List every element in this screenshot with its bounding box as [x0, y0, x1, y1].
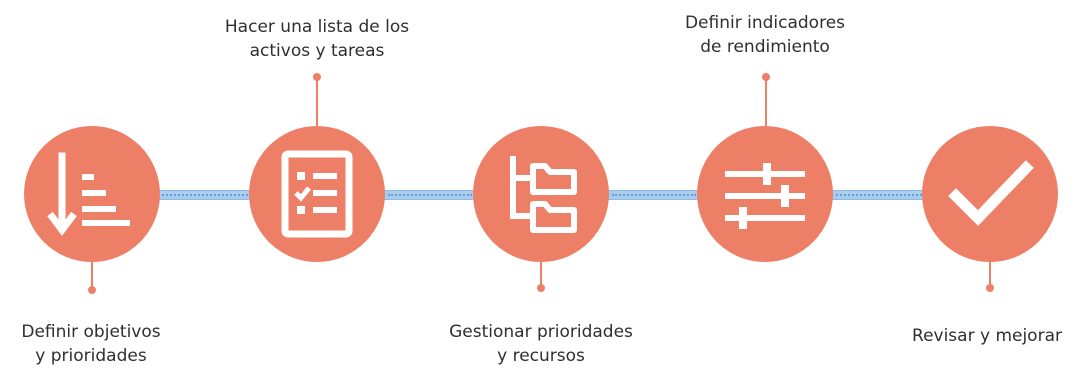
- step-5-circle: [922, 126, 1058, 262]
- step-4-label-line-1: Definir indicadores: [684, 13, 846, 33]
- step-3-label-line-2: y recursos: [497, 346, 585, 366]
- step-2-label-line-1: Hacer una lista de los: [224, 17, 410, 37]
- step-4-dot: [762, 73, 770, 81]
- step-4-circle: [697, 126, 833, 262]
- step-4-stem: [765, 78, 767, 126]
- step-3-label: Gestionar prioridades y recursos: [410, 320, 672, 368]
- step-5-label: Revisar y mejorar: [893, 324, 1081, 348]
- connector-line-4: [832, 190, 926, 200]
- step-1-circle: [24, 126, 160, 262]
- step-1-label-line-2: y prioridades: [35, 346, 147, 366]
- connector-line-1: [158, 190, 252, 200]
- step-3-circle: [473, 126, 609, 262]
- step-2-label-line-2: activos y tareas: [249, 41, 385, 61]
- connector-line-3: [608, 190, 700, 200]
- connector-line-2: [384, 190, 476, 200]
- step-1-label-line-1: Definir objetivos: [21, 322, 161, 342]
- folder-tree-icon: [510, 156, 577, 233]
- step-1-dot: [88, 286, 96, 294]
- step-5-stem: [989, 262, 991, 288]
- step-2-circle: [249, 126, 385, 262]
- step-1-stem: [91, 262, 93, 290]
- step-5-label-line-1: Revisar y mejorar: [912, 326, 1062, 346]
- step-1-label: Definir objetivos y prioridades: [0, 320, 182, 368]
- step-2-dot: [313, 73, 321, 81]
- checklist-icon: [281, 150, 353, 238]
- checkmark-icon: [948, 160, 1034, 226]
- sort-descending-icon: [47, 152, 130, 236]
- step-5-dot: [986, 284, 994, 292]
- step-4-label-line-2: de rendimiento: [700, 37, 830, 57]
- step-4-label: Definir indicadores de rendimiento: [650, 11, 880, 59]
- step-2-label: Hacer una lista de los activos y tareas: [196, 15, 438, 63]
- step-2-stem: [316, 78, 318, 126]
- sliders-icon: [725, 163, 805, 229]
- step-3-label-line-1: Gestionar prioridades: [449, 322, 633, 342]
- step-3-dot: [537, 284, 545, 292]
- step-3-stem: [540, 262, 542, 288]
